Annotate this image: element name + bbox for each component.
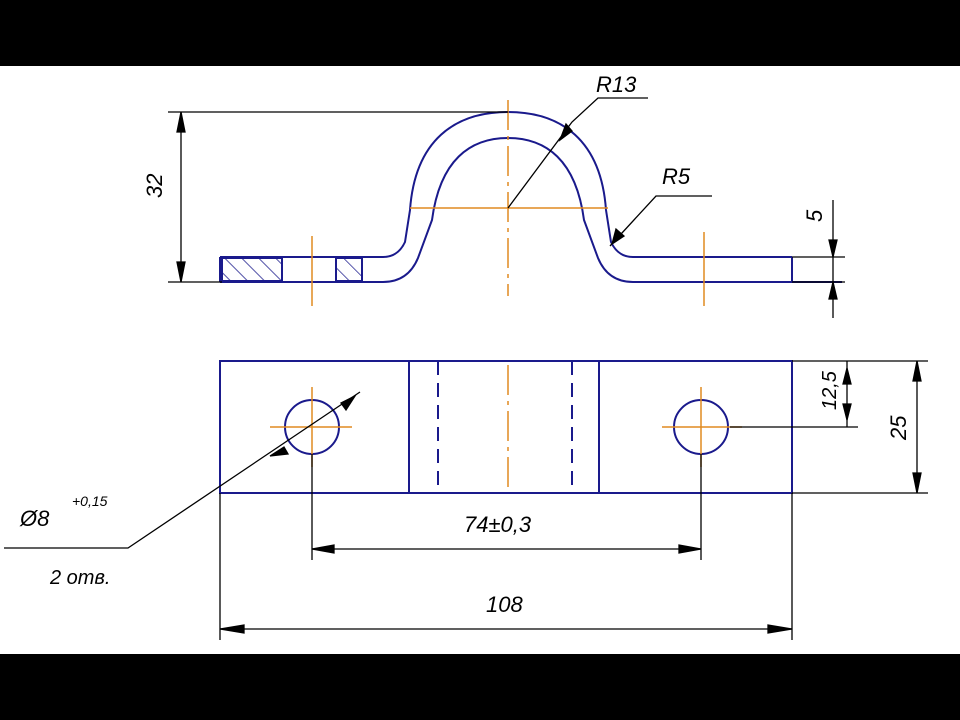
drawing-canvas: R13 R5 32 5 12,5 25 74±0,3 108 Ø8 +0,15 … [0, 66, 960, 654]
top-centerlines [270, 365, 742, 490]
section-hatch-right [335, 257, 363, 282]
label-hole-spacing: 74±0,3 [464, 512, 532, 537]
label-overall-length: 108 [486, 592, 523, 617]
label-overall-height: 32 [142, 174, 167, 198]
front-dimensions [168, 97, 845, 318]
section-hatch-left [221, 257, 283, 282]
front-view [219, 110, 842, 283]
label-hole-diameter: Ø8 [19, 506, 50, 531]
bracket-inner-profile [220, 110, 792, 258]
bracket-outer-profile [220, 136, 842, 283]
label-width: 25 [886, 415, 911, 441]
label-hole-count: 2 отв. [49, 567, 110, 589]
label-thickness: 5 [802, 209, 827, 222]
label-radius-inner: R5 [662, 164, 691, 189]
label-hole-tolerance: +0,15 [72, 493, 108, 509]
technical-drawing: R13 R5 32 5 12,5 25 74±0,3 108 Ø8 +0,15 … [4, 72, 928, 640]
label-half-width: 12,5 [819, 370, 841, 410]
top-dimensions [4, 360, 928, 640]
label-radius-outer: R13 [596, 72, 637, 97]
front-centerlines [311, 100, 705, 306]
